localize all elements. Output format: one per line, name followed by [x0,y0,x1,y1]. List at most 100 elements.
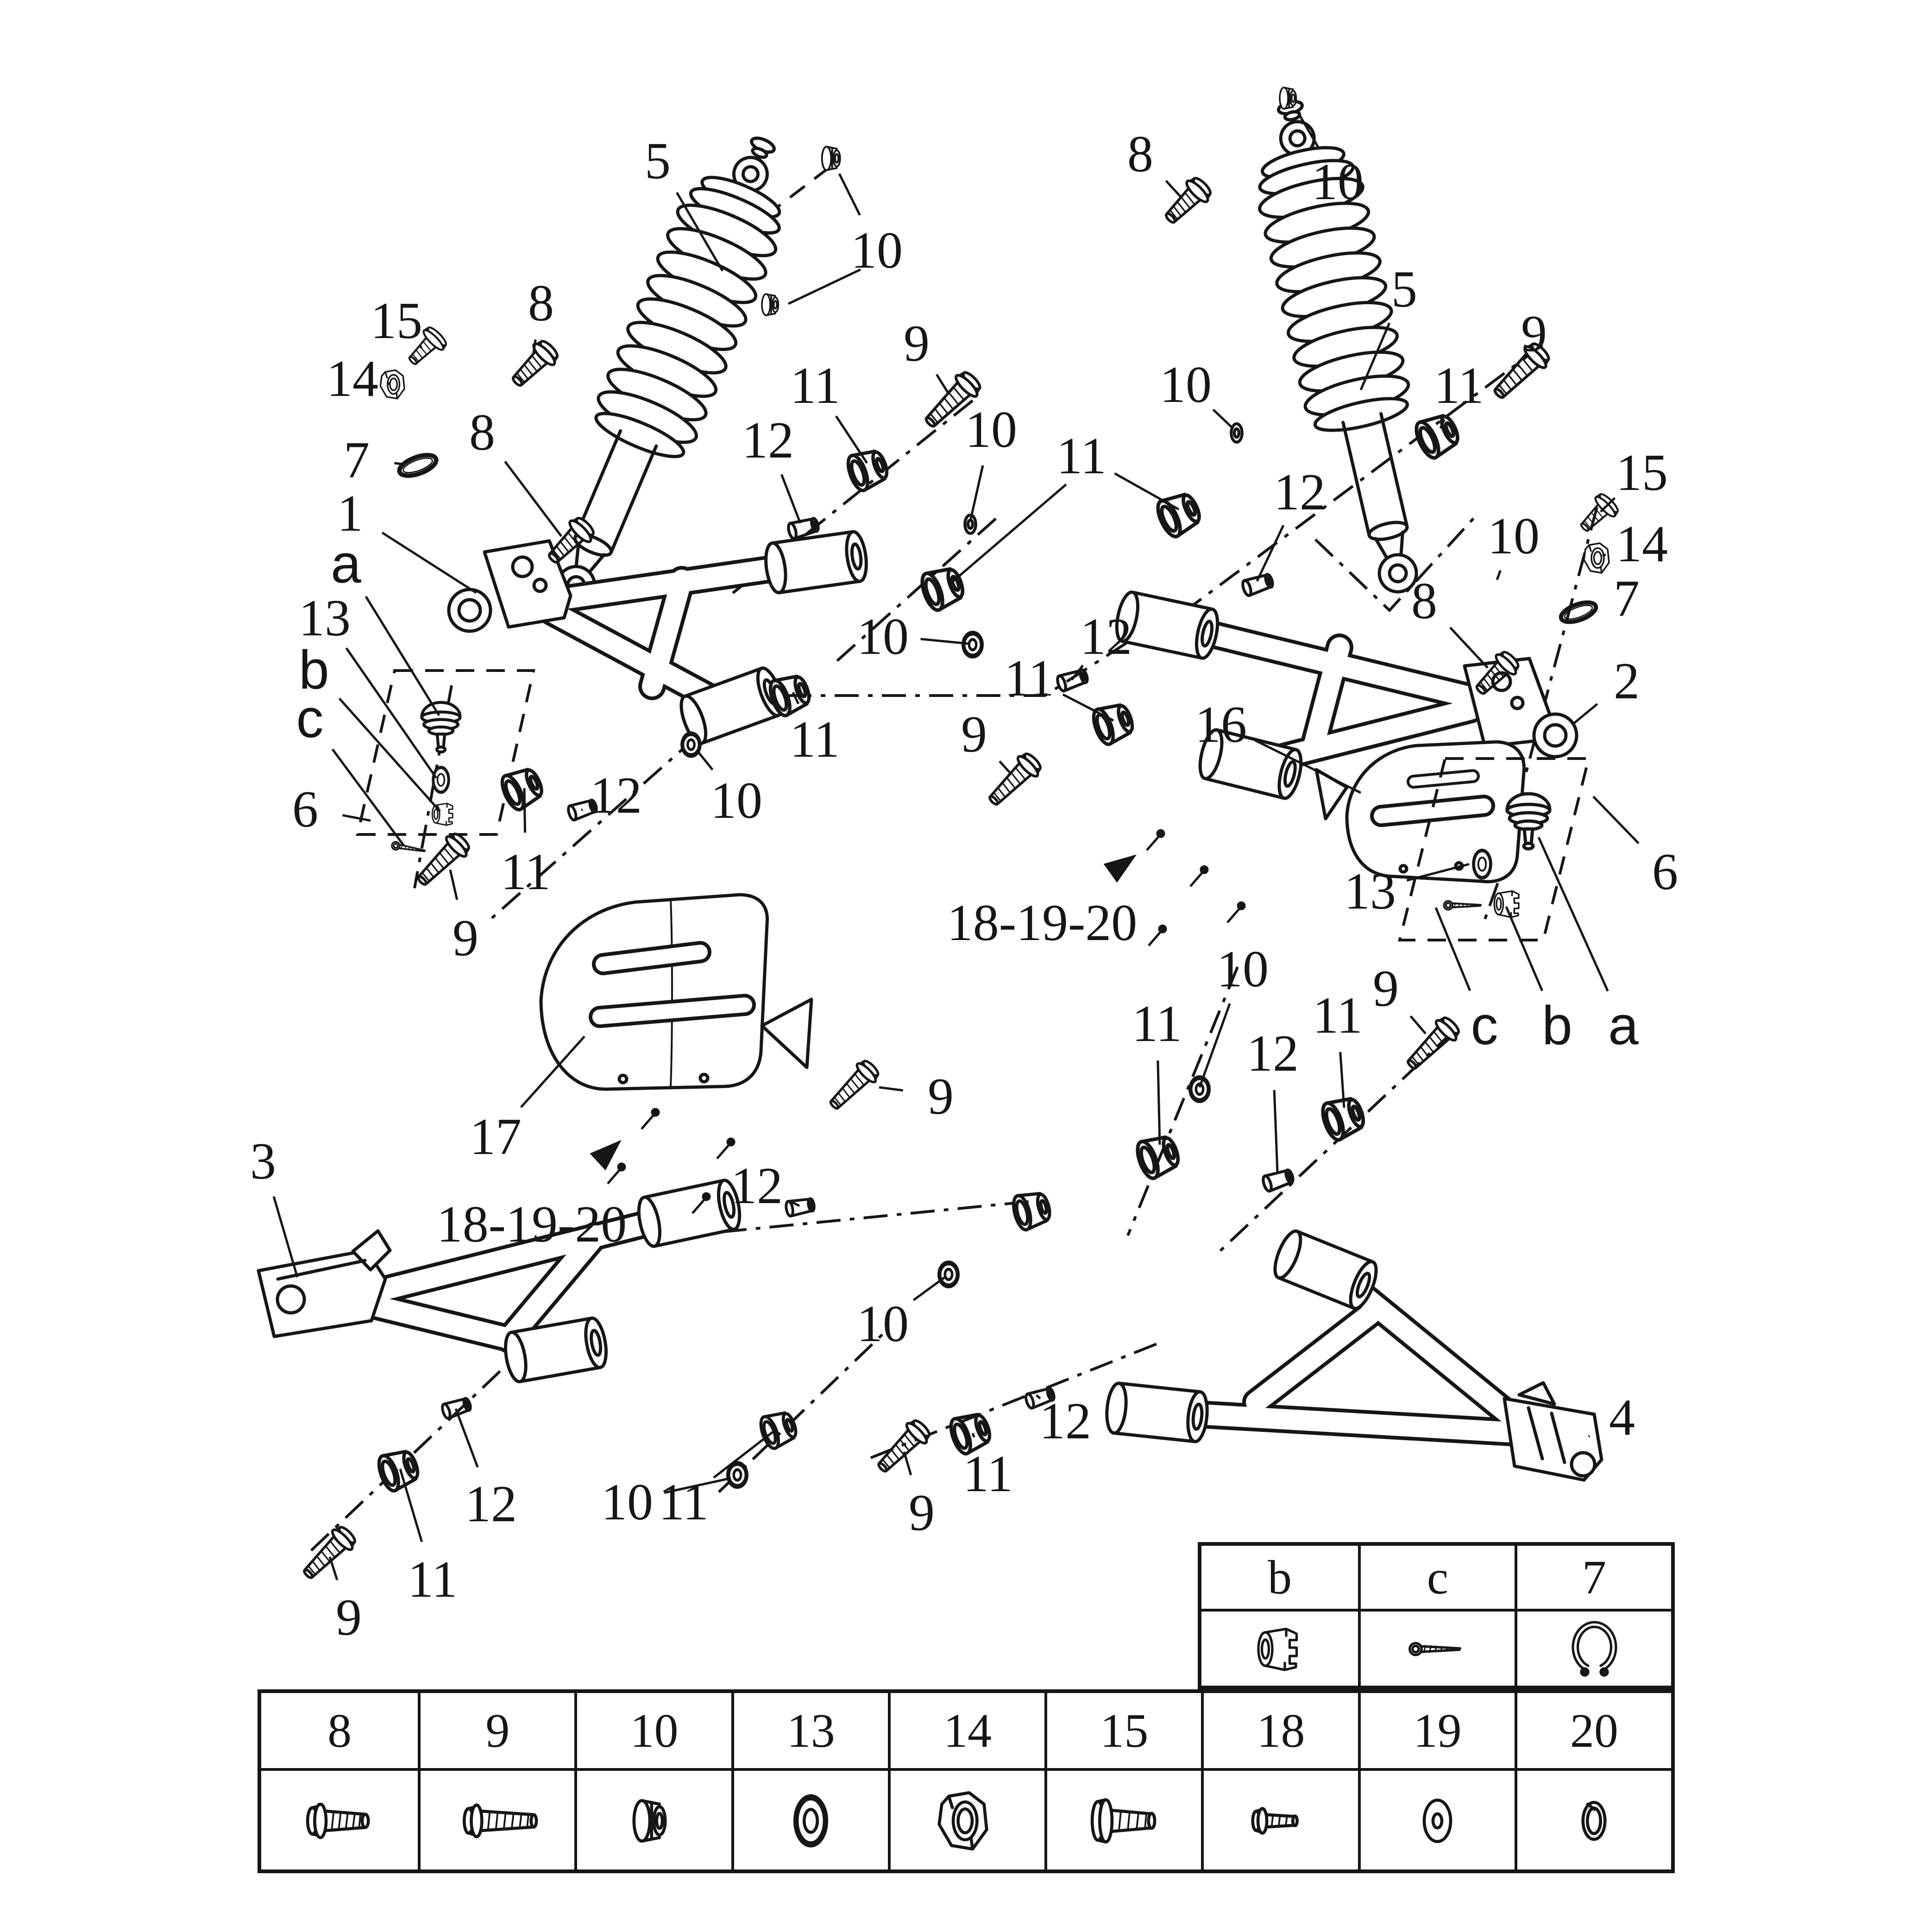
part-number-label: 10 [1312,153,1364,211]
callout-11: 11 [1313,987,1363,1108]
leader-line [949,483,1067,584]
part-number-label: 11 [1056,427,1106,485]
callout-b: b [299,640,441,812]
leader-line [1254,739,1362,794]
callout-14: 14 [1602,515,1668,573]
callout-8: 8 [528,275,554,353]
callout-17: 17 [470,1035,585,1166]
leader-line [388,382,390,385]
part-number-label: 10 [857,1295,909,1353]
leader-line [969,465,984,521]
callout-7: 7 [1591,570,1640,627]
callout-10: 10 [1198,941,1269,1088]
table-header-15: 15 [1044,1693,1201,1771]
part-number-label: 12 [731,1157,783,1215]
leader-line [1071,665,1084,681]
callout-12: 12 [1035,1393,1091,1450]
callout-16: 16 [1195,696,1362,794]
leader-line [903,1451,912,1476]
callout-10: 10 [857,1276,946,1353]
table-header-9: 9 [418,1693,575,1771]
leader-line [1496,570,1502,580]
shield-plate-17 [539,893,813,1091]
leader-line [912,1276,946,1301]
leader-line [1198,1003,1231,1088]
table-header-c: c [1358,1546,1515,1612]
callout-b: b [1505,906,1572,1056]
part-number-label: 12 [465,1475,517,1533]
leader-line [449,869,459,900]
leader-line [1114,472,1180,511]
table-header-14: 14 [887,1693,1045,1771]
leader-line [523,788,527,833]
callout-8: 8 [1411,572,1489,669]
callout-11: 11 [790,357,868,464]
ball-joint-detail-box-left [356,669,535,836]
part-number-label: 10 [601,1474,653,1531]
leader-line [365,596,440,716]
callout-12: 12 [581,767,642,824]
leader-line [1062,693,1114,722]
leader-line [879,1086,904,1092]
part-number-label: 8 [1127,125,1153,183]
leader-line [835,415,868,464]
part-number-label: b [1542,995,1572,1056]
flange-lock-nut-icon [574,1771,731,1870]
part-number-label: a [331,533,361,595]
leader-line [999,760,1011,773]
callout-9: 9 [904,315,950,395]
callout-4: 4 [1588,1389,1635,1446]
callout-10: 10 [1296,111,1364,211]
flange-bolt-short-icon [261,1771,418,1870]
leader-line [399,1468,423,1543]
part-number-label: 12 [1247,1025,1299,1082]
callout-11: 11 [1434,357,1484,429]
part-number-label: c [1471,995,1498,1056]
callout-c: c [1434,907,1498,1056]
part-number-label: 6 [292,781,318,838]
leader-line [1600,497,1616,513]
hex-nut-icon [887,1771,1044,1870]
leader-line [1537,836,1609,992]
callout-13: 13 [299,590,438,779]
leader-line [838,173,861,216]
leader-line [1406,863,1470,882]
part-number-label: 12 [1039,1393,1091,1450]
part-number-label: 11 [501,843,551,901]
part-number-label: 11 [963,1445,1013,1503]
callout-15: 15 [371,292,423,350]
table-header-20: 20 [1514,1693,1671,1771]
leader-line [1339,1052,1345,1108]
part-number-label: 14 [327,350,378,408]
leader-line [1165,180,1183,199]
part-number-label: 12 [1274,464,1326,521]
leader-line [1359,322,1391,390]
part-number-label: 11 [790,711,840,768]
part-number-label: 8 [1411,572,1437,630]
callout-7: 7 [344,432,402,489]
callout-10: 10 [1160,356,1234,429]
part-number-label: 15 [1616,444,1668,502]
leader-line [1296,111,1320,149]
callout-11: 11 [963,1433,1013,1503]
leader-line [1157,1060,1161,1145]
leader-line [1409,1015,1427,1035]
callout-10: 10 [601,1474,731,1531]
leader-line [792,691,800,704]
callout-a: a [331,533,440,716]
part-number-label: 13 [299,590,351,647]
part-number-label: 11 [408,1551,458,1608]
small-flange-bolt-icon [1201,1771,1358,1870]
part-number-label: 17 [470,1108,522,1166]
leader-line [338,697,441,812]
callout-a: a [1537,836,1639,1056]
leader-line [342,814,371,822]
callout-18-19-20: 18-19-20 [437,1140,627,1253]
leader-line [1573,703,1598,724]
callout-8: 8 [1127,125,1183,199]
leader-line [418,344,423,349]
leader-line [328,1556,339,1581]
leader-line [936,374,950,395]
